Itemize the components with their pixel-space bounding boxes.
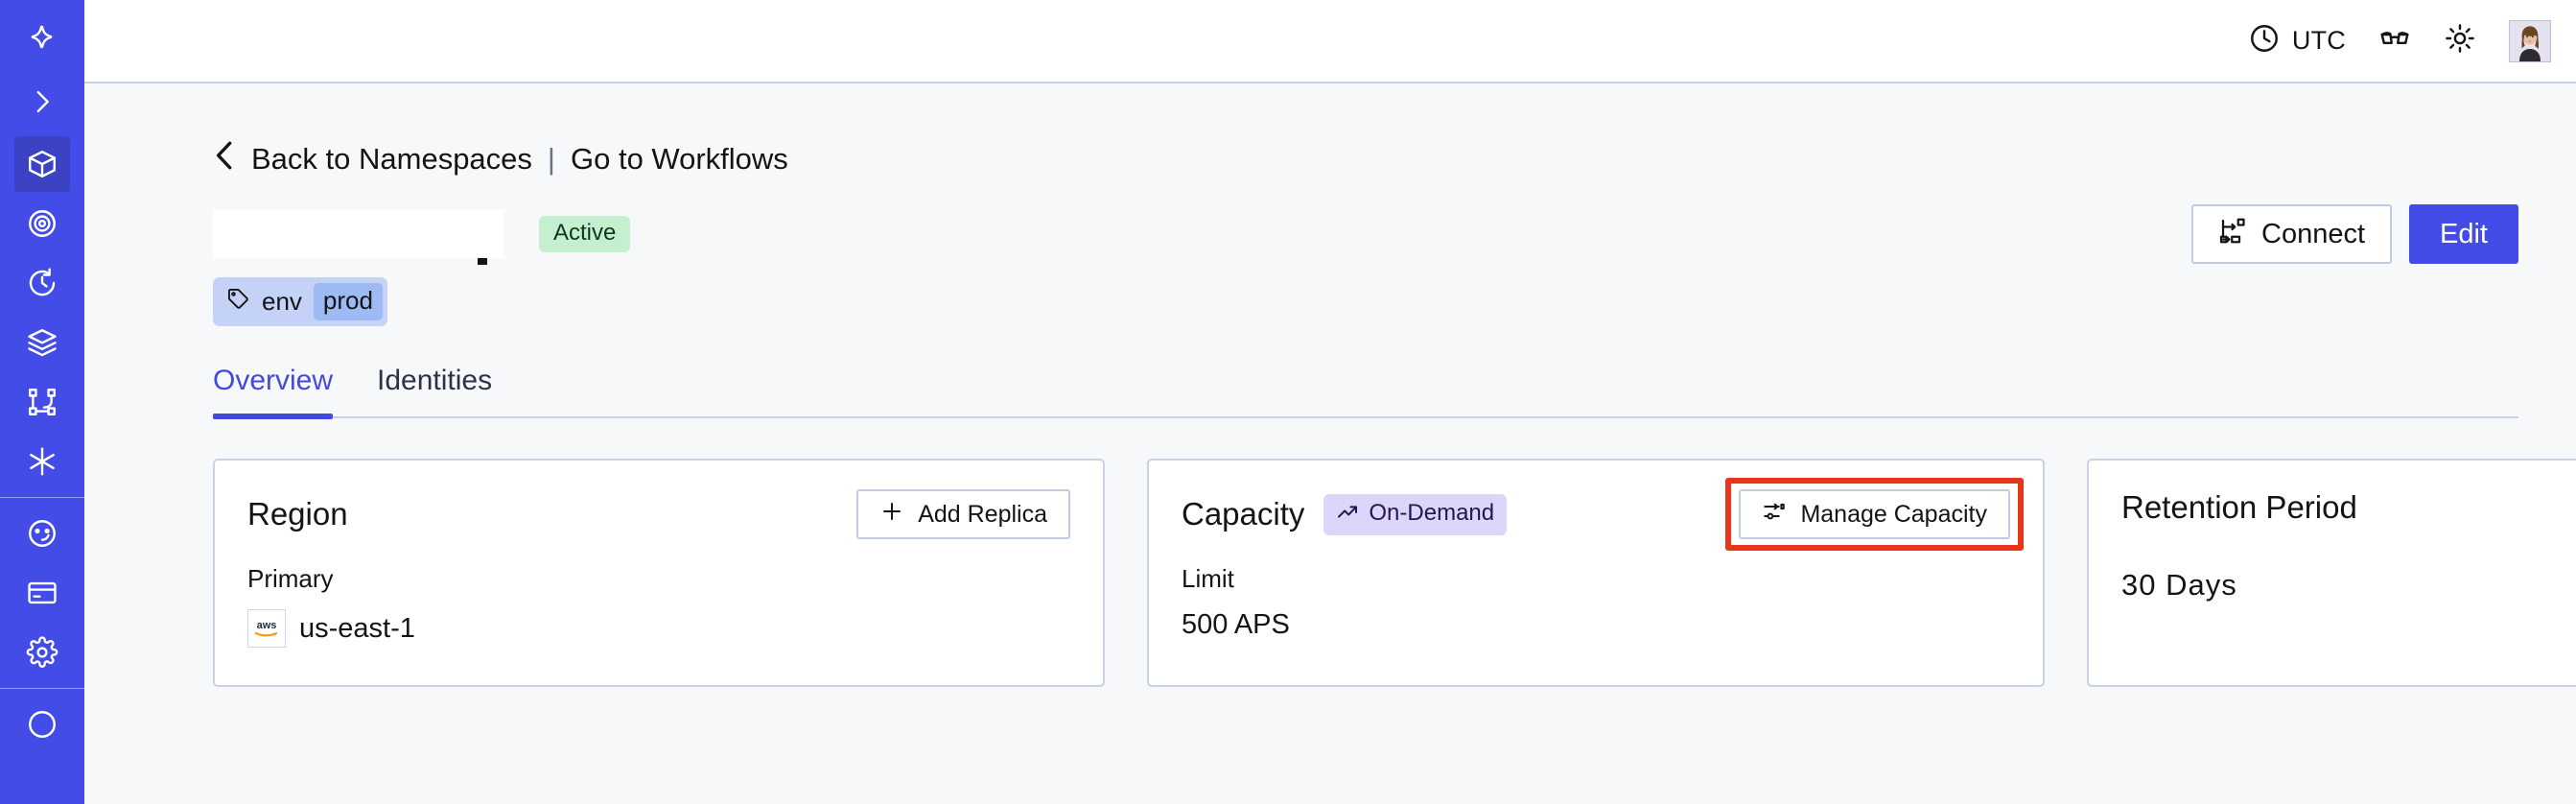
connect-workflow-icon — [2218, 216, 2247, 252]
retention-card-header: Retention Period — [2121, 489, 2576, 526]
region-primary-value: us-east-1 — [299, 612, 415, 644]
sidebar-item-namespaces[interactable] — [14, 136, 70, 192]
capacity-card-action: Manage Capacity — [1725, 478, 2024, 551]
capacity-card: Capacity On-Demand — [1147, 459, 2045, 687]
timezone-selector[interactable]: UTC — [2248, 22, 2346, 59]
add-replica-button[interactable]: Add Replica — [856, 489, 1070, 539]
overview-cards: Region Add Replica Primary — [213, 459, 2576, 687]
sidebar-item-usage[interactable] — [14, 506, 70, 561]
tab-identities[interactable]: Identities — [377, 365, 493, 396]
gear-icon — [26, 636, 59, 669]
retention-card-title: Retention Period — [2121, 489, 2357, 525]
top-bar: UTC — [84, 0, 2576, 83]
aws-logo-icon: aws — [247, 609, 286, 648]
tab-bar: Overview Identities — [213, 365, 2518, 419]
region-card: Region Add Replica Primary — [213, 459, 1105, 687]
sidebar-item-billing[interactable] — [14, 565, 70, 621]
tab-overview[interactable]: Overview — [213, 365, 334, 419]
title-overflow-mark — [478, 258, 487, 265]
breadcrumb-separator: | — [547, 142, 555, 176]
sidebar-item-workflows[interactable] — [14, 196, 70, 251]
sidebar-divider-bottom — [0, 688, 84, 689]
theme-toggle-button[interactable] — [2444, 22, 2476, 59]
clock-icon — [2248, 22, 2281, 59]
back-label: Back to Namespaces — [251, 142, 532, 176]
avatar[interactable] — [2509, 19, 2551, 62]
tag-value: prod — [313, 283, 383, 320]
sidebar-expand-button[interactable] — [0, 69, 84, 134]
breadcrumb: Back to Namespaces | Go to Workflows — [213, 83, 2518, 179]
page-title-redacted — [213, 209, 503, 259]
retention-card: Retention Period 30 Days — [2087, 459, 2576, 687]
add-replica-label: Add Replica — [918, 500, 1047, 528]
manage-capacity-label: Manage Capacity — [1800, 500, 1987, 528]
data-encoder-button[interactable] — [2378, 22, 2411, 59]
capacity-mode-label: On-Demand — [1369, 500, 1495, 526]
cube-icon — [26, 148, 59, 180]
connect-button[interactable]: Connect — [2191, 204, 2393, 264]
sidebar-item-integrations[interactable] — [14, 434, 70, 489]
region-primary-value-row: aws us-east-1 — [247, 609, 1070, 648]
right-pane: UTC — [84, 0, 2576, 804]
credit-card-icon — [26, 577, 59, 609]
header-actions: Connect Edit — [2191, 204, 2518, 264]
status-badge: Active — [539, 216, 631, 252]
logo-glyph — [26, 20, 59, 53]
region-primary-label: Primary — [247, 564, 334, 593]
back-to-namespaces-link[interactable]: Back to Namespaces — [213, 139, 532, 179]
sidebar-item-batch-operations[interactable] — [14, 315, 70, 370]
go-to-workflows-link[interactable]: Go to Workflows — [570, 142, 788, 176]
region-card-action: Add Replica — [856, 489, 1070, 539]
sidebar — [0, 0, 84, 804]
capacity-mode-badge: On-Demand — [1323, 493, 1508, 535]
tag-row: env prod — [213, 277, 2518, 326]
help-circle-icon — [26, 708, 59, 741]
capacity-card-header: Capacity On-Demand — [1182, 478, 2024, 551]
eye-spiral-icon — [26, 207, 59, 240]
sidebar-item-help[interactable] — [14, 697, 70, 752]
timezone-label: UTC — [2291, 26, 2346, 55]
tag-icon — [226, 287, 250, 318]
capacity-card-title: Capacity — [1182, 496, 1305, 532]
sliders-icon — [1762, 499, 1787, 531]
edit-label: Edit — [2440, 218, 2488, 249]
region-card-title: Region — [247, 496, 348, 532]
sidebar-item-nexus[interactable] — [14, 374, 70, 430]
asterisk-icon — [26, 445, 59, 478]
namespace-tag[interactable]: env prod — [213, 277, 387, 326]
plus-icon — [879, 499, 904, 531]
sidebar-item-schedules[interactable] — [14, 255, 70, 311]
manage-capacity-button[interactable]: Manage Capacity — [1739, 489, 2010, 539]
region-card-header: Region Add Replica — [247, 489, 1070, 539]
svg-text:aws: aws — [257, 620, 277, 631]
gauge-icon — [26, 517, 59, 550]
retention-value: 30 Days — [2121, 568, 2237, 602]
sidebar-divider — [0, 497, 84, 498]
page-title-row: Active Connect Edit — [213, 204, 2518, 265]
edit-button[interactable]: Edit — [2409, 204, 2518, 264]
capacity-limit-label: Limit — [1182, 564, 1234, 593]
clock-rotate-icon — [26, 267, 59, 299]
glasses-icon — [2378, 22, 2411, 59]
connect-label: Connect — [2261, 218, 2366, 249]
chevron-right-icon — [26, 85, 59, 118]
tag-key: env — [262, 287, 302, 316]
trend-up-icon — [1336, 500, 1359, 528]
main-content: Back to Namespaces | Go to Workflows Act… — [84, 83, 2576, 804]
capacity-limit-value: 500 APS — [1182, 609, 1290, 640]
layers-icon — [26, 326, 59, 359]
sun-icon — [2444, 22, 2476, 59]
temporal-star-logo-icon[interactable] — [0, 4, 84, 69]
git-branch-icon — [26, 386, 59, 418]
chevron-left-icon — [213, 139, 236, 179]
sidebar-item-settings[interactable] — [14, 625, 70, 680]
